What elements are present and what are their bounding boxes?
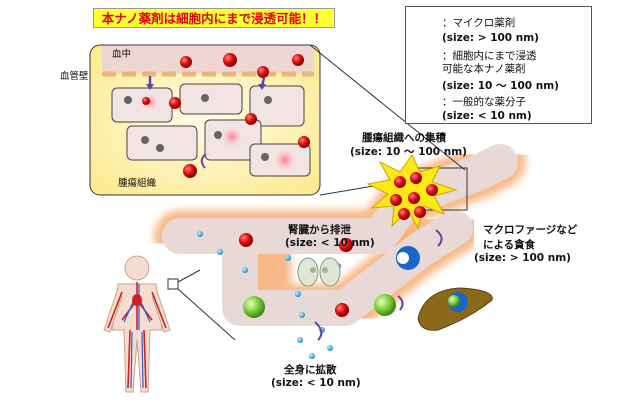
vessel-wall-label: 血管壁 [60,71,89,82]
legend-item-small: ：一般的な薬分子 [442,96,526,108]
tumor-tissue-label: 腫瘍組織 [118,178,157,189]
macrophage-label-2: による貪食 [483,239,536,251]
macrophage-icon [396,246,493,331]
kidney-icon [297,257,341,287]
tumor-inset [89,44,321,196]
tumor-accumulation-size: (size: 10 〜 100 nm) [350,146,467,158]
legend: ：マイクロ薬剤 (size: > 100 nm) ：細胞内にまで浸透 可能な本ナ… [405,6,592,124]
legend-size-small: (size: < 10 nm) [442,110,532,122]
legend-size-micro: (size: > 100 nm) [442,32,539,44]
tumor-burst [366,154,458,230]
macrophage-label-1: マクロファージなど [483,224,578,236]
diffusion-size: (size: < 10 nm) [271,377,361,389]
tumor-accumulation-label: 腫瘍組織への集積 [362,132,446,144]
title-banner: 本ナノ薬剤は細胞内にまで浸透可能！！ [93,8,335,28]
human-body-icon [103,255,236,393]
legend-size-nano: (size: 10 〜 100 nm) [442,80,559,92]
diffusion-label: 全身に拡散 [284,364,337,376]
macrophage-size: (size: > 100 nm) [474,252,571,264]
legend-item-nano: ：細胞内にまで浸透 [442,50,537,62]
legend-item-nano-line2: 可能な本ナノ薬剤 [442,63,526,75]
legend-item-micro: ：マイクロ薬剤 [442,17,516,29]
kidney-label: 腎臓から排泄 [288,224,351,236]
blood-label: 血中 [112,49,132,60]
kidney-size: (size: < 10 nm) [285,237,375,249]
